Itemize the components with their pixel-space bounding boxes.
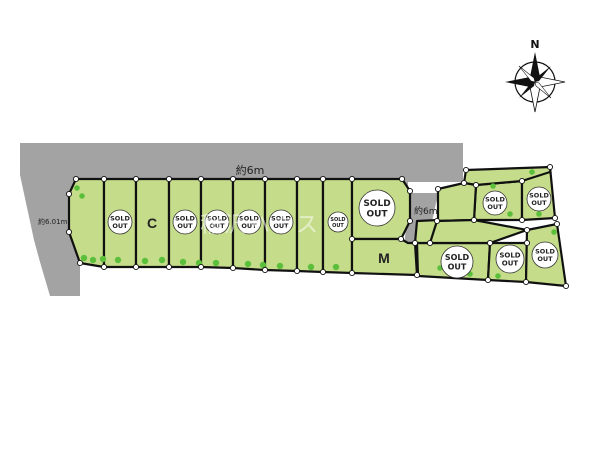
- sold-out-circle: [172, 209, 198, 235]
- sold-out-circle: [358, 189, 396, 227]
- sold-out-circle: [268, 209, 294, 235]
- north-compass-icon: [505, 52, 566, 113]
- sold-out-circle: [526, 186, 552, 212]
- sold-out-circle: [327, 211, 349, 233]
- main-block-lots: [67, 177, 419, 277]
- lot-11-name-label: M: [378, 250, 390, 266]
- side-road-width-label: 約6m: [414, 205, 438, 217]
- sold-out-circle: [495, 244, 525, 274]
- left-road-width-label: 約6.01m: [38, 217, 68, 226]
- sold-out-circle: [531, 241, 559, 269]
- sold-out-circle: [482, 190, 508, 216]
- compass-north-label: N: [530, 38, 539, 51]
- sold-out-circle: [107, 209, 133, 235]
- lot-3-name-label: C: [147, 215, 157, 231]
- tree-dots: [74, 169, 557, 279]
- sold-out-circle: [236, 209, 262, 235]
- lot-18b: [428, 218, 529, 245]
- watermark-logo: 稲沢ハウス: [200, 213, 320, 238]
- sold-out-circle: [204, 209, 230, 235]
- boundary-markers: [65, 163, 570, 290]
- sold-out-circle: [440, 245, 474, 279]
- main-road-width-label: 約6m: [236, 163, 265, 177]
